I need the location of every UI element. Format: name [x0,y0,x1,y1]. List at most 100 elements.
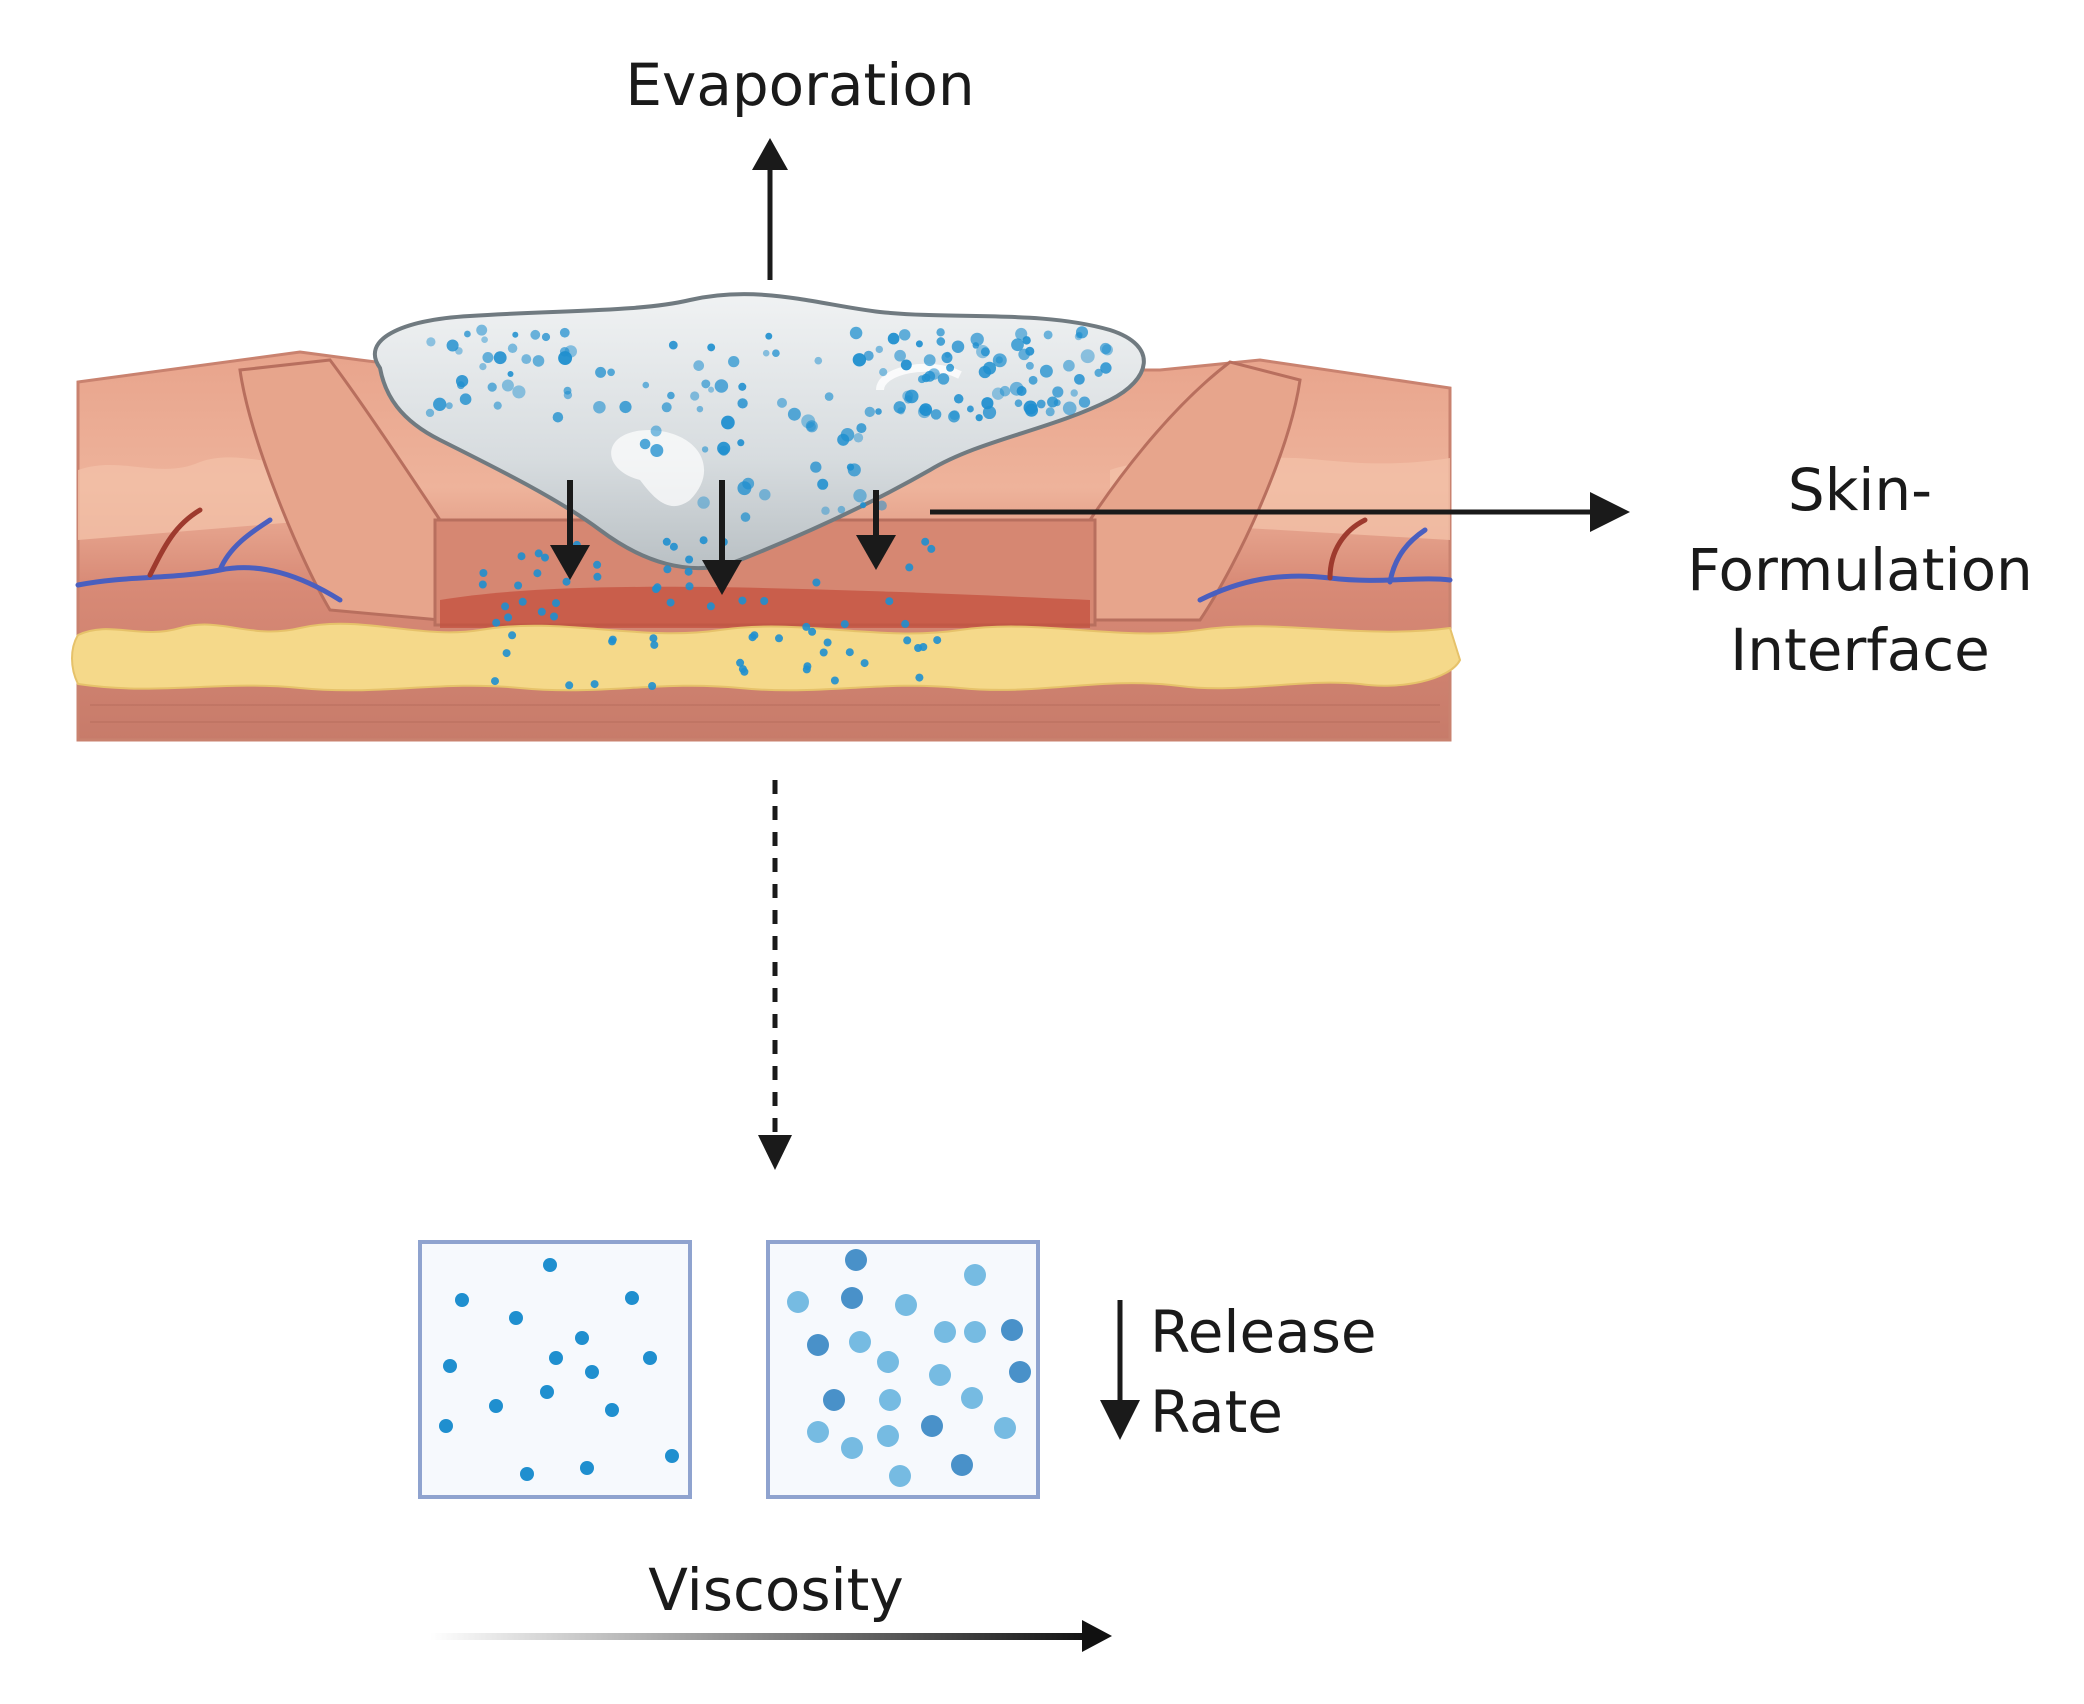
high-viscosity-particle [823,1389,845,1411]
gel-particle [455,347,463,355]
gel-particle [426,337,436,347]
gel-particle [801,414,816,429]
skin-particle [706,602,715,611]
gel-particle [707,343,716,352]
high-viscosity-particle [1001,1319,1023,1341]
low-viscosity-particle [439,1419,453,1433]
release-label-line2: Rate [1150,1378,1283,1446]
gel-particle [837,505,846,514]
skin-particle [562,577,571,586]
gel-particle [917,405,931,419]
gel-particle [650,444,664,457]
skin-particle [919,643,928,651]
gel-particle [805,420,818,433]
gel-particle [464,330,471,338]
low-viscosity-particle [580,1461,594,1475]
gel-particle [482,352,494,363]
gel-particle [937,373,950,385]
gel-particle [642,381,650,389]
skin-particle [685,582,694,591]
skin-particle [860,659,869,668]
gel-particle [1011,338,1024,352]
gel-particle [777,397,787,408]
gel-particle [821,506,830,515]
high-viscosity-particle [841,1437,863,1459]
gel-particle [837,433,850,446]
gel-particle [863,350,874,361]
gel-particle [864,406,875,418]
gel-particle [667,391,675,400]
gel-particle [917,375,926,384]
high-viscosity-particle [934,1321,956,1343]
gel-particle [446,339,459,352]
low-viscosity-box [418,1240,692,1499]
gel-particle [696,405,704,413]
low-viscosity-particle [643,1351,657,1365]
gel-particle [708,386,715,393]
low-viscosity-particle [543,1258,557,1272]
skin-particle [685,555,694,564]
skin-particle [533,569,542,578]
high-viscosity-particle [845,1249,867,1271]
skin-particle [541,553,549,562]
gel-particle [1052,386,1064,398]
gel-particle [975,414,983,422]
high-viscosity-particle [877,1351,899,1373]
gel-particle [980,347,990,357]
gel-particle [1028,375,1038,385]
wound-wall-left [238,358,442,622]
gel-particle [476,324,488,336]
gel-particle [930,409,942,420]
gel-particle [455,374,469,388]
interface-arrow [930,492,1630,532]
viscosity-arrow [430,1620,1112,1652]
gel-particle [787,407,801,421]
gel-particle [433,397,447,411]
skin-particle [491,677,499,686]
skin-particle [845,648,854,657]
gel-particle [1070,389,1078,397]
gel-particle [507,370,514,378]
gel-particle [737,481,752,496]
gel-particle [1047,396,1059,408]
gel-particle [915,340,923,348]
drug-particles [425,324,1113,690]
high-viscosity-particle [787,1291,809,1313]
gel-particle [1078,396,1091,408]
blood-vessels [75,507,1453,603]
skin-particle [663,565,672,574]
dermis-stripes [90,704,1440,723]
evaporation-arrow [752,138,788,280]
low-viscosity-particle [665,1449,679,1463]
gel-particle [661,402,672,413]
gel-particle [953,394,964,404]
interface-label-line3: Interface [1730,616,1990,684]
gel-particle [948,410,960,423]
skin-particle [648,682,657,690]
low-viscosity-particle [605,1403,619,1417]
release-rate-arrow [1100,1300,1140,1440]
gel-particle [595,366,607,378]
interface-label-line2: Formulation [1687,536,2033,604]
skin-particle [819,648,828,657]
skin-particle [534,549,543,558]
skin-particle [593,560,602,569]
gel-particle [1023,400,1038,415]
low-viscosity-particle [540,1385,554,1399]
high-viscosity-particle [895,1294,917,1316]
gel-particle [552,411,564,423]
skin-particle [808,627,817,636]
gel-particle [668,340,678,350]
gel-particle [946,363,955,372]
gel-particle [992,353,1007,368]
high-viscosity-particle [1009,1361,1031,1383]
skin-particle [915,673,924,682]
gel-particle [856,423,867,434]
gel-particle [481,336,488,344]
skin-particle [669,542,678,551]
gel-particle [1099,342,1112,355]
gel-particle [976,344,990,359]
fat-layer [71,622,1462,692]
gel-particle [532,355,545,367]
